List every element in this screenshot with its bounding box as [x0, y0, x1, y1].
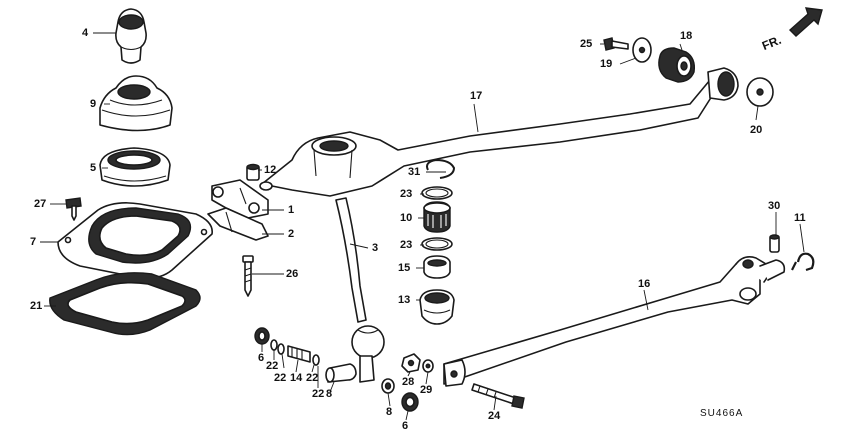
callout-22-fourth: 22: [312, 388, 325, 400]
callout-3: 3: [372, 242, 379, 254]
bolt: [242, 255, 254, 297]
bushing: [401, 392, 419, 412]
callout-11: 11: [794, 212, 806, 224]
bracket-plate: [207, 207, 269, 241]
bushing-seat: [423, 255, 451, 279]
dust-boot: [419, 289, 455, 325]
callout-6-right: 6: [402, 420, 409, 432]
front-direction-arrow-icon: [788, 7, 823, 37]
callout-1: 1: [288, 204, 295, 216]
callout-16: 16: [638, 278, 651, 290]
callout-10: 10: [400, 212, 413, 224]
washer: [746, 77, 774, 107]
callout-29: 29: [420, 384, 433, 396]
callout-23-upper: 23: [400, 188, 413, 200]
screw: [65, 197, 82, 221]
callout-19: 19: [600, 58, 613, 70]
shift-lever: [335, 197, 385, 383]
boot-retainer: [99, 147, 171, 187]
callout-15: 15: [398, 262, 411, 274]
spring-pin: [769, 234, 780, 253]
callout-2: 2: [288, 228, 295, 240]
callout-18: 18: [680, 30, 693, 42]
callout-9: 9: [90, 98, 97, 110]
console-plate: [57, 202, 213, 280]
callout-20: 20: [750, 124, 763, 136]
callout-28: 28: [402, 376, 415, 388]
pivot-hardware: [254, 327, 320, 366]
callout-5: 5: [90, 162, 97, 174]
console-gasket: [49, 272, 201, 336]
o-ring: [421, 237, 453, 251]
callout-22-third: 22: [306, 372, 319, 384]
shift-knob: [115, 8, 147, 64]
callout-22-second: 22: [274, 372, 287, 384]
callout-8-left: 8: [326, 388, 333, 400]
extension-rod: [443, 256, 786, 387]
shift-boot: [99, 75, 173, 132]
callout-13: 13: [398, 294, 411, 306]
callout-31: 31: [408, 166, 421, 178]
pivot-bolt: [325, 363, 357, 383]
lever-bracket: [211, 179, 269, 219]
callout-25: 25: [580, 38, 593, 50]
callout-4: 4: [82, 27, 89, 39]
bolt: [603, 37, 629, 51]
leader-lines: [40, 32, 805, 421]
callout-21: 21: [30, 300, 43, 312]
callout-24: 24: [488, 410, 501, 422]
ball-bearing: [423, 201, 451, 233]
bolt: [471, 383, 525, 409]
callout-26: 26: [286, 268, 299, 280]
o-ring: [421, 186, 453, 200]
bushing: [381, 378, 395, 394]
drawing-code: SU466A: [700, 408, 744, 419]
circlip: [426, 158, 456, 179]
callout-23-lower: 23: [400, 239, 413, 251]
callout-12: 12: [264, 164, 277, 176]
collar: [246, 163, 260, 181]
washer: [422, 359, 434, 373]
callout-22-first: 22: [266, 360, 279, 372]
washer: [632, 37, 652, 63]
nut: [401, 353, 421, 373]
callout-14: 14: [290, 372, 303, 384]
shift-rod-housing: [259, 67, 739, 197]
bushing: [658, 47, 696, 83]
callout-17: 17: [470, 90, 483, 102]
callout-6-left: 6: [258, 352, 265, 364]
callout-30: 30: [768, 200, 781, 212]
callout-27: 27: [34, 198, 47, 210]
retaining-clip: [791, 252, 815, 272]
callout-8-right: 8: [386, 406, 393, 418]
callout-7: 7: [30, 236, 37, 248]
